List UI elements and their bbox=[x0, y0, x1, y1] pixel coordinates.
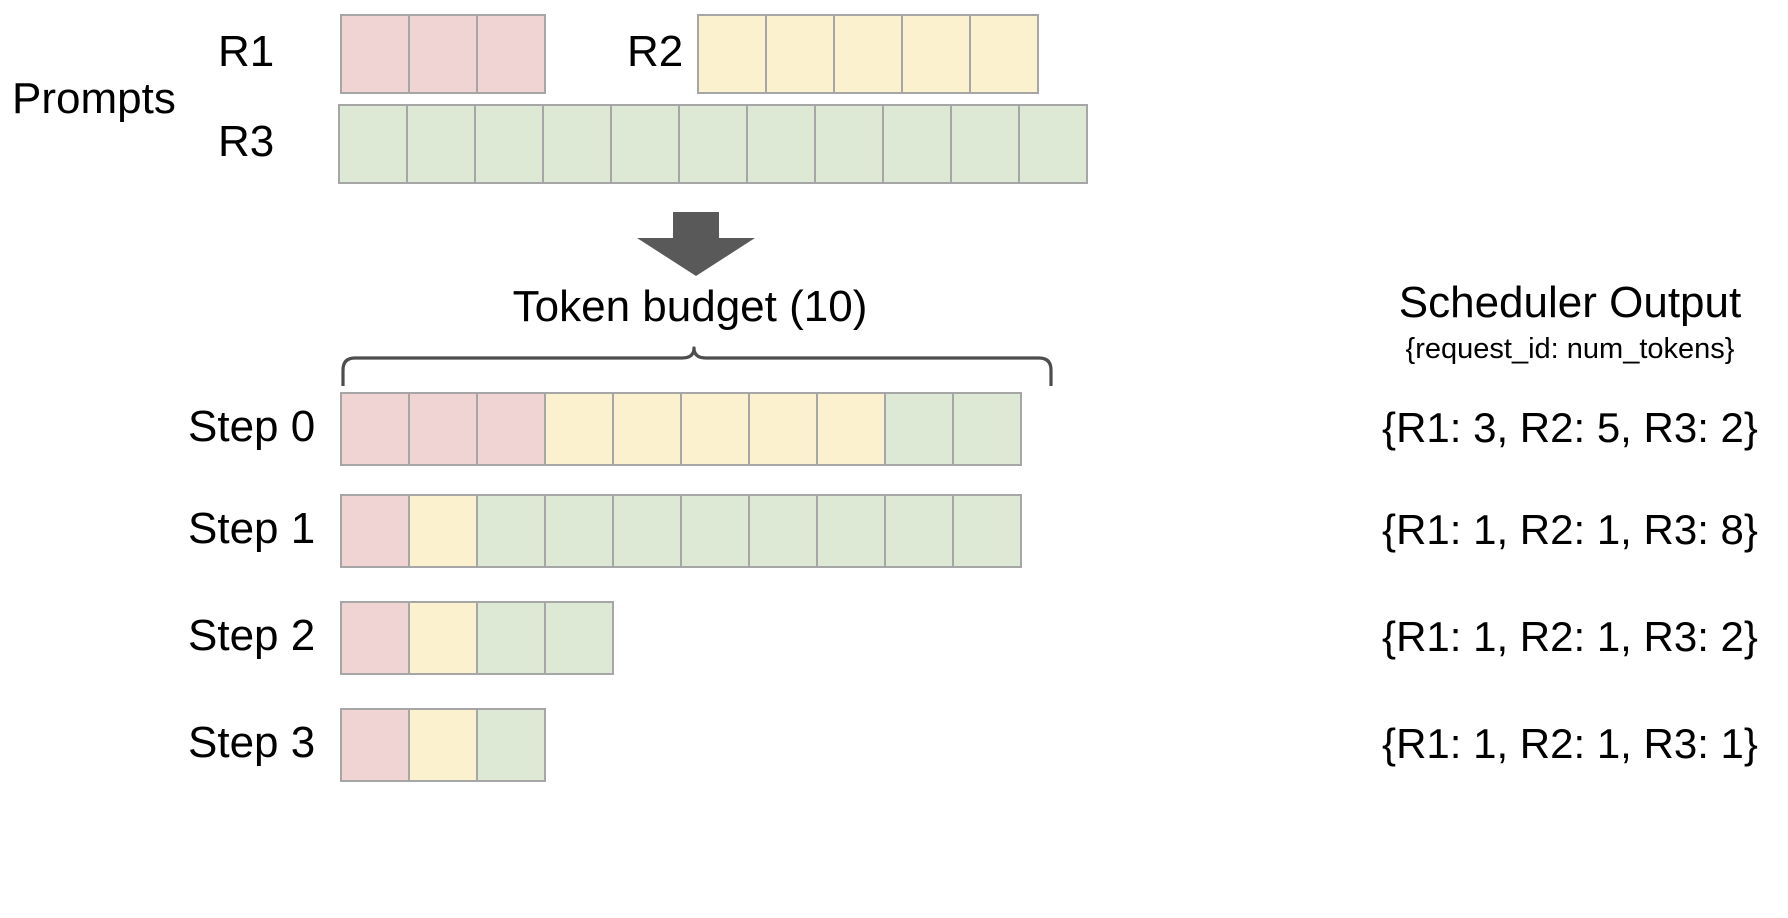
step-token-cell bbox=[340, 601, 410, 675]
step-token-cell bbox=[748, 494, 818, 568]
step-label-2: Step 2 bbox=[188, 611, 316, 660]
step-row-0 bbox=[340, 392, 1022, 466]
prompt-token-cell bbox=[408, 14, 478, 94]
prompts-section-label: Prompts bbox=[12, 74, 176, 123]
prompt-token-cell bbox=[882, 104, 952, 184]
step-token-cell bbox=[544, 392, 614, 466]
token-budget-brace bbox=[340, 346, 1054, 386]
prompt-label-r1: R1 bbox=[218, 27, 275, 76]
step-row-1 bbox=[340, 494, 1022, 568]
prompt-token-cell bbox=[1018, 104, 1088, 184]
step-token-cell bbox=[816, 392, 886, 466]
step-token-cell bbox=[340, 494, 410, 568]
scheduler-output-title: Scheduler Output bbox=[1398, 278, 1742, 327]
scheduler-output-row-0: {R1: 3, R2: 5, R3: 2} bbox=[1382, 404, 1758, 451]
step-row-3 bbox=[340, 708, 546, 782]
prompt-token-cell bbox=[542, 104, 612, 184]
prompt-label-r2: R2 bbox=[627, 27, 684, 76]
step-token-cell bbox=[476, 601, 546, 675]
step-token-cell bbox=[952, 494, 1022, 568]
prompt-label-r3: R3 bbox=[218, 117, 275, 166]
step-token-cell bbox=[408, 392, 478, 466]
step-token-cell bbox=[612, 392, 682, 466]
step-token-cell bbox=[340, 392, 410, 466]
prompt-token-cell bbox=[969, 14, 1039, 94]
prompt-token-cell bbox=[406, 104, 476, 184]
step-token-cell bbox=[408, 494, 478, 568]
prompt-row-r1 bbox=[340, 14, 546, 94]
token-budget-label: Token budget (10) bbox=[512, 282, 868, 331]
step-token-cell bbox=[680, 392, 750, 466]
step-token-cell bbox=[884, 494, 954, 568]
scheduler-output-row-1: {R1: 1, R2: 1, R3: 8} bbox=[1382, 506, 1758, 553]
prompt-row-r3 bbox=[338, 104, 1088, 184]
step-label-0: Step 0 bbox=[188, 402, 316, 451]
prompt-row-r2 bbox=[697, 14, 1039, 94]
step-token-cell bbox=[544, 494, 614, 568]
prompt-token-cell bbox=[833, 14, 903, 94]
step-token-cell bbox=[952, 392, 1022, 466]
prompt-token-cell bbox=[901, 14, 971, 94]
prompt-token-cell bbox=[697, 14, 767, 94]
prompt-token-cell bbox=[814, 104, 884, 184]
step-token-cell bbox=[680, 494, 750, 568]
step-token-cell bbox=[748, 392, 818, 466]
scheduler-output-row-2: {R1: 1, R2: 1, R3: 2} bbox=[1382, 613, 1758, 660]
step-token-cell bbox=[408, 708, 478, 782]
step-token-cell bbox=[476, 392, 546, 466]
prompt-token-cell bbox=[338, 104, 408, 184]
prompt-token-cell bbox=[474, 104, 544, 184]
prompt-token-cell bbox=[765, 14, 835, 94]
step-token-cell bbox=[884, 392, 954, 466]
prompt-token-cell bbox=[610, 104, 680, 184]
step-token-cell bbox=[408, 601, 478, 675]
prompt-token-cell bbox=[678, 104, 748, 184]
step-token-cell bbox=[476, 494, 546, 568]
step-token-cell bbox=[544, 601, 614, 675]
prompt-token-cell bbox=[476, 14, 546, 94]
step-label-1: Step 1 bbox=[188, 504, 316, 553]
step-token-cell bbox=[340, 708, 410, 782]
step-token-cell bbox=[476, 708, 546, 782]
step-label-3: Step 3 bbox=[188, 718, 316, 767]
step-token-cell bbox=[816, 494, 886, 568]
down-arrow-icon bbox=[636, 212, 756, 277]
step-row-2 bbox=[340, 601, 614, 675]
step-token-cell bbox=[612, 494, 682, 568]
scheduler-output-subtitle: {request_id: num_tokens} bbox=[1405, 333, 1735, 365]
prompt-token-cell bbox=[746, 104, 816, 184]
scheduler-output-row-3: {R1: 1, R2: 1, R3: 1} bbox=[1382, 720, 1758, 767]
prompt-token-cell bbox=[950, 104, 1020, 184]
prompt-token-cell bbox=[340, 14, 410, 94]
